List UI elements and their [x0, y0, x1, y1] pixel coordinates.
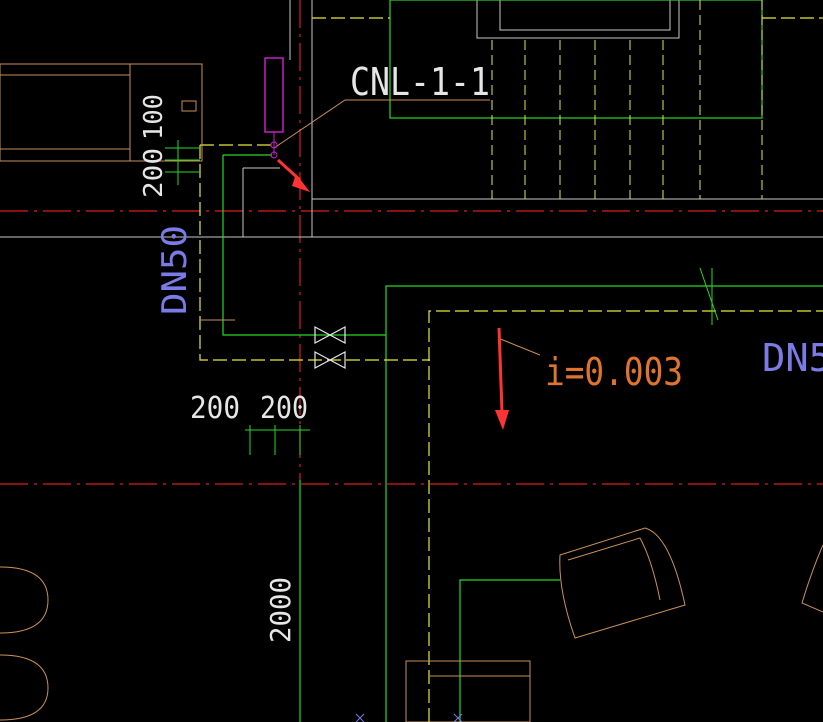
leader-line [497, 337, 541, 356]
counter [0, 63, 203, 162]
room-outline [389, 0, 763, 119]
radiator [264, 57, 284, 133]
supply-pipe [222, 155, 386, 336]
axis-lines [0, 0, 823, 485]
pipe-size-right-label[interactable]: DN5 [762, 336, 823, 380]
cabinet [405, 660, 531, 722]
gate-valve-icon[interactable] [314, 326, 346, 344]
slope-label[interactable]: i=0.003 [545, 350, 683, 394]
radiator-valve [270, 151, 278, 159]
riser-tag-label[interactable]: CNL-1-1 [350, 60, 490, 104]
armchair [801, 544, 823, 613]
radiator-valve [270, 141, 278, 149]
room-outline [459, 579, 560, 722]
dim-200-a-label: 200 [190, 391, 240, 426]
dim-200-b-label: 200 [260, 391, 308, 426]
dim-100-vertical-label: 100 [139, 94, 169, 140]
dim-200-vertical-label: 200 [139, 148, 169, 198]
counter-inner [129, 63, 203, 162]
stair-treads [491, 0, 763, 199]
walls [0, 0, 823, 238]
return-pipes [199, 17, 823, 722]
appliance [181, 100, 197, 112]
red-arrow-icon [276, 158, 310, 192]
supply-pipe [385, 285, 823, 484]
stair-block-inner [499, 0, 671, 31]
armchair-back [567, 537, 661, 601]
return-pipe [199, 145, 430, 361]
return-pipe [428, 310, 823, 722]
pipe-size-left-label[interactable]: DN50 [155, 225, 195, 315]
red-arrow-icon [495, 327, 509, 430]
toilet-bowl [0, 654, 49, 721]
armchair [559, 527, 686, 639]
dim-2000-label: 2000 [264, 577, 297, 643]
furniture [0, 63, 823, 722]
dimension-marks [165, 140, 719, 455]
gate-valve-icon[interactable] [314, 351, 346, 369]
grid-marker [355, 713, 463, 722]
stair-block [476, 0, 680, 39]
leader-line [273, 99, 490, 149]
toilet-bowl [0, 566, 49, 634]
supply-pipes [222, 0, 823, 722]
